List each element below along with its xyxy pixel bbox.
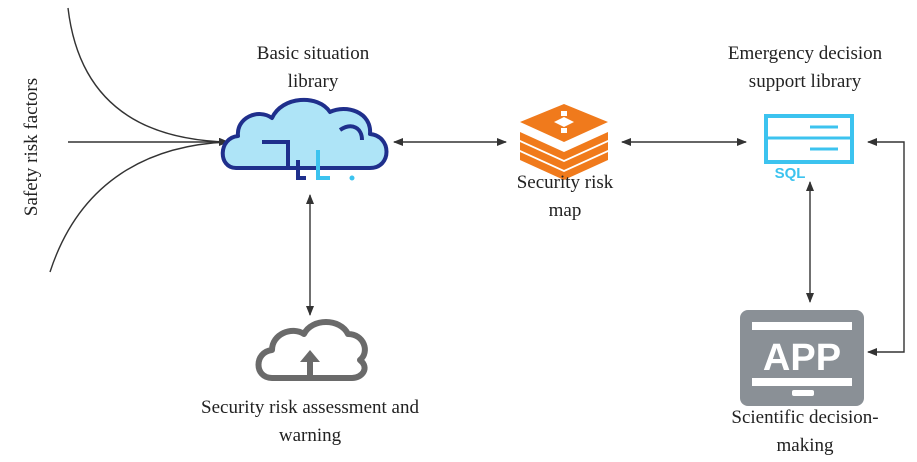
label-basic-library-line2: library [287,71,339,92]
risk-factor-curve-bottom [49,141,229,273]
label-decision-making-line2: making [776,435,834,456]
label-emergency-library-line2: support library [748,71,862,92]
side-label-safety-risk-factors: Safety risk factors [21,77,42,217]
app-tablet-icon: APP [740,310,864,406]
upload-cloud-icon [255,319,368,381]
connectors [306,138,905,356]
cloud-database-icon [220,98,389,181]
arrow-feedback-loop [867,138,905,356]
risk-factor-curve-top [67,7,229,146]
label-emergency-library-line1: Emergency decision [727,43,883,64]
sql-icon-text: SQL [775,165,806,182]
app-icon-text: APP [763,337,841,379]
label-decision-making-line1: Scientific decision- [731,407,879,428]
label-risk-map-line2: map [548,200,582,221]
stacked-layers-icon [520,104,608,180]
label-basic-library-line1: Basic situation [256,43,370,64]
label-assessment-line2: warning [278,425,342,446]
sql-server-icon: SQL [764,114,854,182]
label-assessment-line1: Security risk assessment and [201,397,419,418]
risk-factor-inputs [49,7,229,273]
label-risk-map-line1: Security risk [516,172,614,193]
